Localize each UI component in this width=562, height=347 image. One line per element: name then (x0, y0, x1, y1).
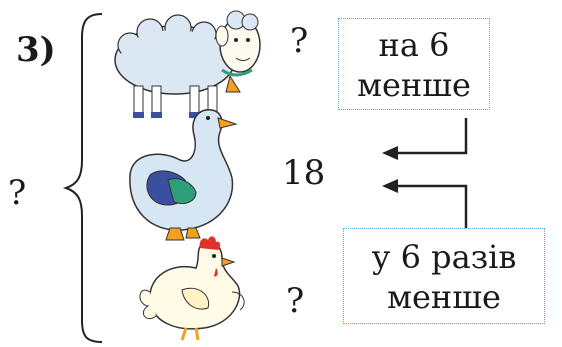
relation-box-top-line1: на 6 (378, 26, 450, 64)
relation-box-bottom-line2: менше (387, 278, 501, 316)
relation-box-bottom-line1: у 6 разів (371, 238, 517, 276)
arrow-head-top (382, 146, 398, 160)
arrow-from-bottom-box (392, 184, 468, 228)
sheep-count: ? (290, 21, 309, 61)
duck-count: 18 (282, 153, 326, 193)
arrow-from-top-box (392, 118, 468, 155)
total-question-mark: ? (8, 173, 27, 213)
hen-count: ? (286, 281, 305, 321)
relation-box-top-line2: менше (357, 66, 471, 104)
relation-box-6-times-fewer: у 6 разів менше (343, 228, 545, 324)
curly-brace (62, 13, 103, 343)
relation-box-fewer-by-6: на 6 менше (338, 18, 490, 110)
arrow-head-bottom (382, 179, 398, 193)
problem-number: 3) (16, 30, 56, 70)
